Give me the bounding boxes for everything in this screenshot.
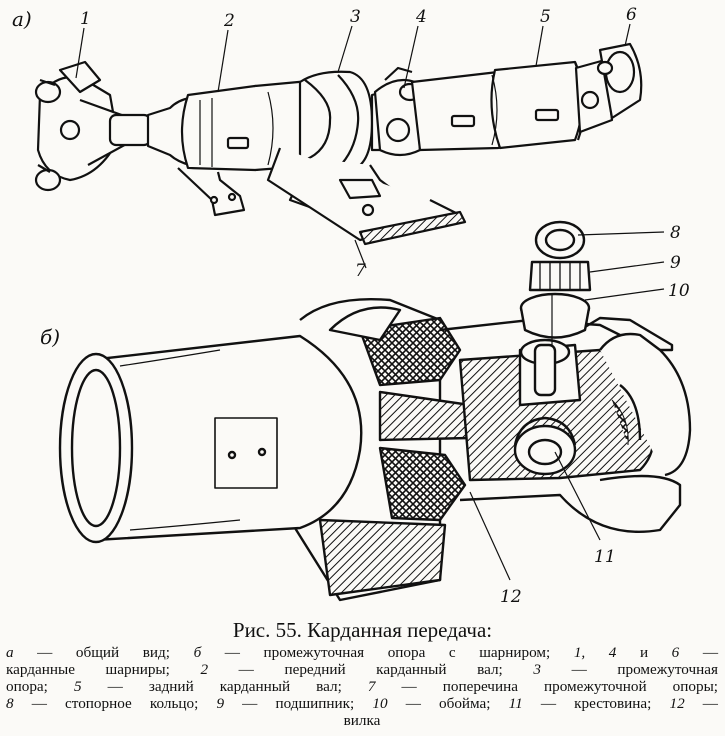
legend-run: 5: [73, 678, 82, 695]
legend-run: — общий вид;: [13, 644, 194, 661]
legend-run: опора;: [6, 678, 74, 695]
legend-run: 10: [372, 695, 388, 712]
middle-cardan-joint: [370, 66, 422, 157]
legend-run: 6: [671, 644, 680, 661]
figure-legend: а — общий вид; б — промежуточная опора с…: [6, 644, 718, 729]
label-11: 11: [594, 547, 616, 567]
legend-run: вилка: [343, 712, 381, 729]
rear-cardan-joint: [574, 42, 643, 134]
legend-run: — поперечина промежуточной опоры;: [375, 678, 719, 695]
label-9: 9: [670, 253, 681, 273]
legend-run: 11: [508, 695, 523, 712]
intermediate-support: [266, 70, 467, 246]
figure-caption-title: Рис. 55. Карданная передача:: [232, 618, 493, 642]
legend-run: — подшипник;: [224, 695, 373, 712]
label-10: 10: [668, 281, 690, 301]
legend-run: 12: [669, 695, 685, 712]
legend-run: —: [684, 695, 718, 712]
general-view-drawing: [34, 42, 643, 246]
label-12: 12: [500, 587, 522, 607]
legend-run: — задний карданный вал;: [81, 678, 368, 695]
leader-lines: [75, 23, 665, 581]
legend-run: — передний карданный вал;: [208, 661, 534, 678]
label-5: 5: [540, 7, 551, 27]
legend-run: — стопорное кольцо;: [13, 695, 217, 712]
legend-line: 8 — стопорное кольцо; 9 — подшипник; 10 …: [6, 695, 718, 712]
label-2: 2: [223, 11, 235, 31]
front-cardan-joint: [34, 60, 152, 192]
bearing-parts: [519, 220, 592, 345]
legend-run: 2: [200, 661, 209, 678]
shaft-tube: [58, 334, 363, 544]
legend-run: и: [616, 644, 672, 661]
legend-line: опора; 5 — задний карданный вал; 7 — поп…: [6, 678, 718, 695]
legend-run: 9: [216, 695, 225, 712]
rear-cardan-shaft: [410, 60, 586, 152]
legend-line: вилка: [6, 712, 718, 729]
cardan-transmission-drawing: а) б) 1 2 3 4 5 6 7 8 9 10 11 12: [12, 5, 692, 607]
support-cushion: [328, 306, 467, 522]
front-shaft-bracket: [177, 167, 246, 217]
legend-run: 3: [533, 661, 541, 678]
legend-run: —: [679, 644, 719, 661]
section-b-label: б): [40, 325, 60, 349]
legend-line: а — общий вид; б — промежуточная опора с…: [6, 644, 718, 661]
yoke: [439, 316, 692, 534]
section-a-label: а): [12, 7, 32, 31]
label-3: 3: [350, 7, 361, 27]
legend-run: 8: [6, 695, 14, 712]
legend-run: карданные шарниры;: [6, 661, 201, 678]
legend-run: — промежуточная: [540, 661, 718, 678]
legend-run: 1, 4: [573, 644, 617, 661]
legend-run: — крестовина;: [522, 695, 670, 712]
legend-run: 7: [367, 678, 376, 695]
legend-run: б: [193, 644, 202, 661]
legend-line: карданные шарниры; 2 — передний карданны…: [6, 661, 718, 678]
label-6: 6: [626, 5, 637, 25]
legend-run: — обойма;: [387, 695, 509, 712]
label-4: 4: [415, 7, 427, 27]
label-8: 8: [670, 223, 681, 243]
support-section-drawing: [58, 220, 692, 602]
legend-run: а: [6, 644, 14, 661]
legend-run: — промежуточная опора с шарниром;: [201, 644, 574, 661]
label-7: 7: [355, 261, 366, 281]
label-1: 1: [80, 9, 91, 29]
